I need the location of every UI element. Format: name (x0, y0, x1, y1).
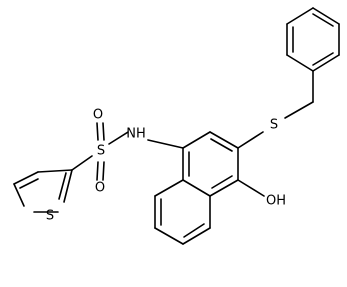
benzene-ring (286, 7, 340, 72)
benzyl-linker (237, 70, 314, 149)
amine-bond (147, 139, 184, 149)
thiophene-ring (13, 169, 73, 213)
thioether-s-label: S (270, 118, 278, 133)
hydroxyl-bond (237, 179, 265, 197)
thiophene-s-label: S (46, 209, 54, 224)
naphthalene-ring-upper (182, 131, 239, 197)
hydroxyl-label: OH (266, 194, 286, 209)
sulfonyl-s-label: S (97, 144, 105, 159)
sulfonyl-oxygen-bonds (96, 122, 105, 181)
atom-labels: NH S O O S S OH (46, 108, 286, 224)
sulfonamide-bond (108, 131, 129, 145)
sulfonyl-o-top-label: O (93, 108, 103, 123)
sulfonyl-o-bottom-label: O (95, 181, 105, 196)
sulfonyl-thiophene-bond (71, 155, 93, 171)
nh-label: NH (126, 127, 146, 142)
bond-group (13, 7, 340, 245)
naphthalene-ring-lower (154, 179, 211, 245)
